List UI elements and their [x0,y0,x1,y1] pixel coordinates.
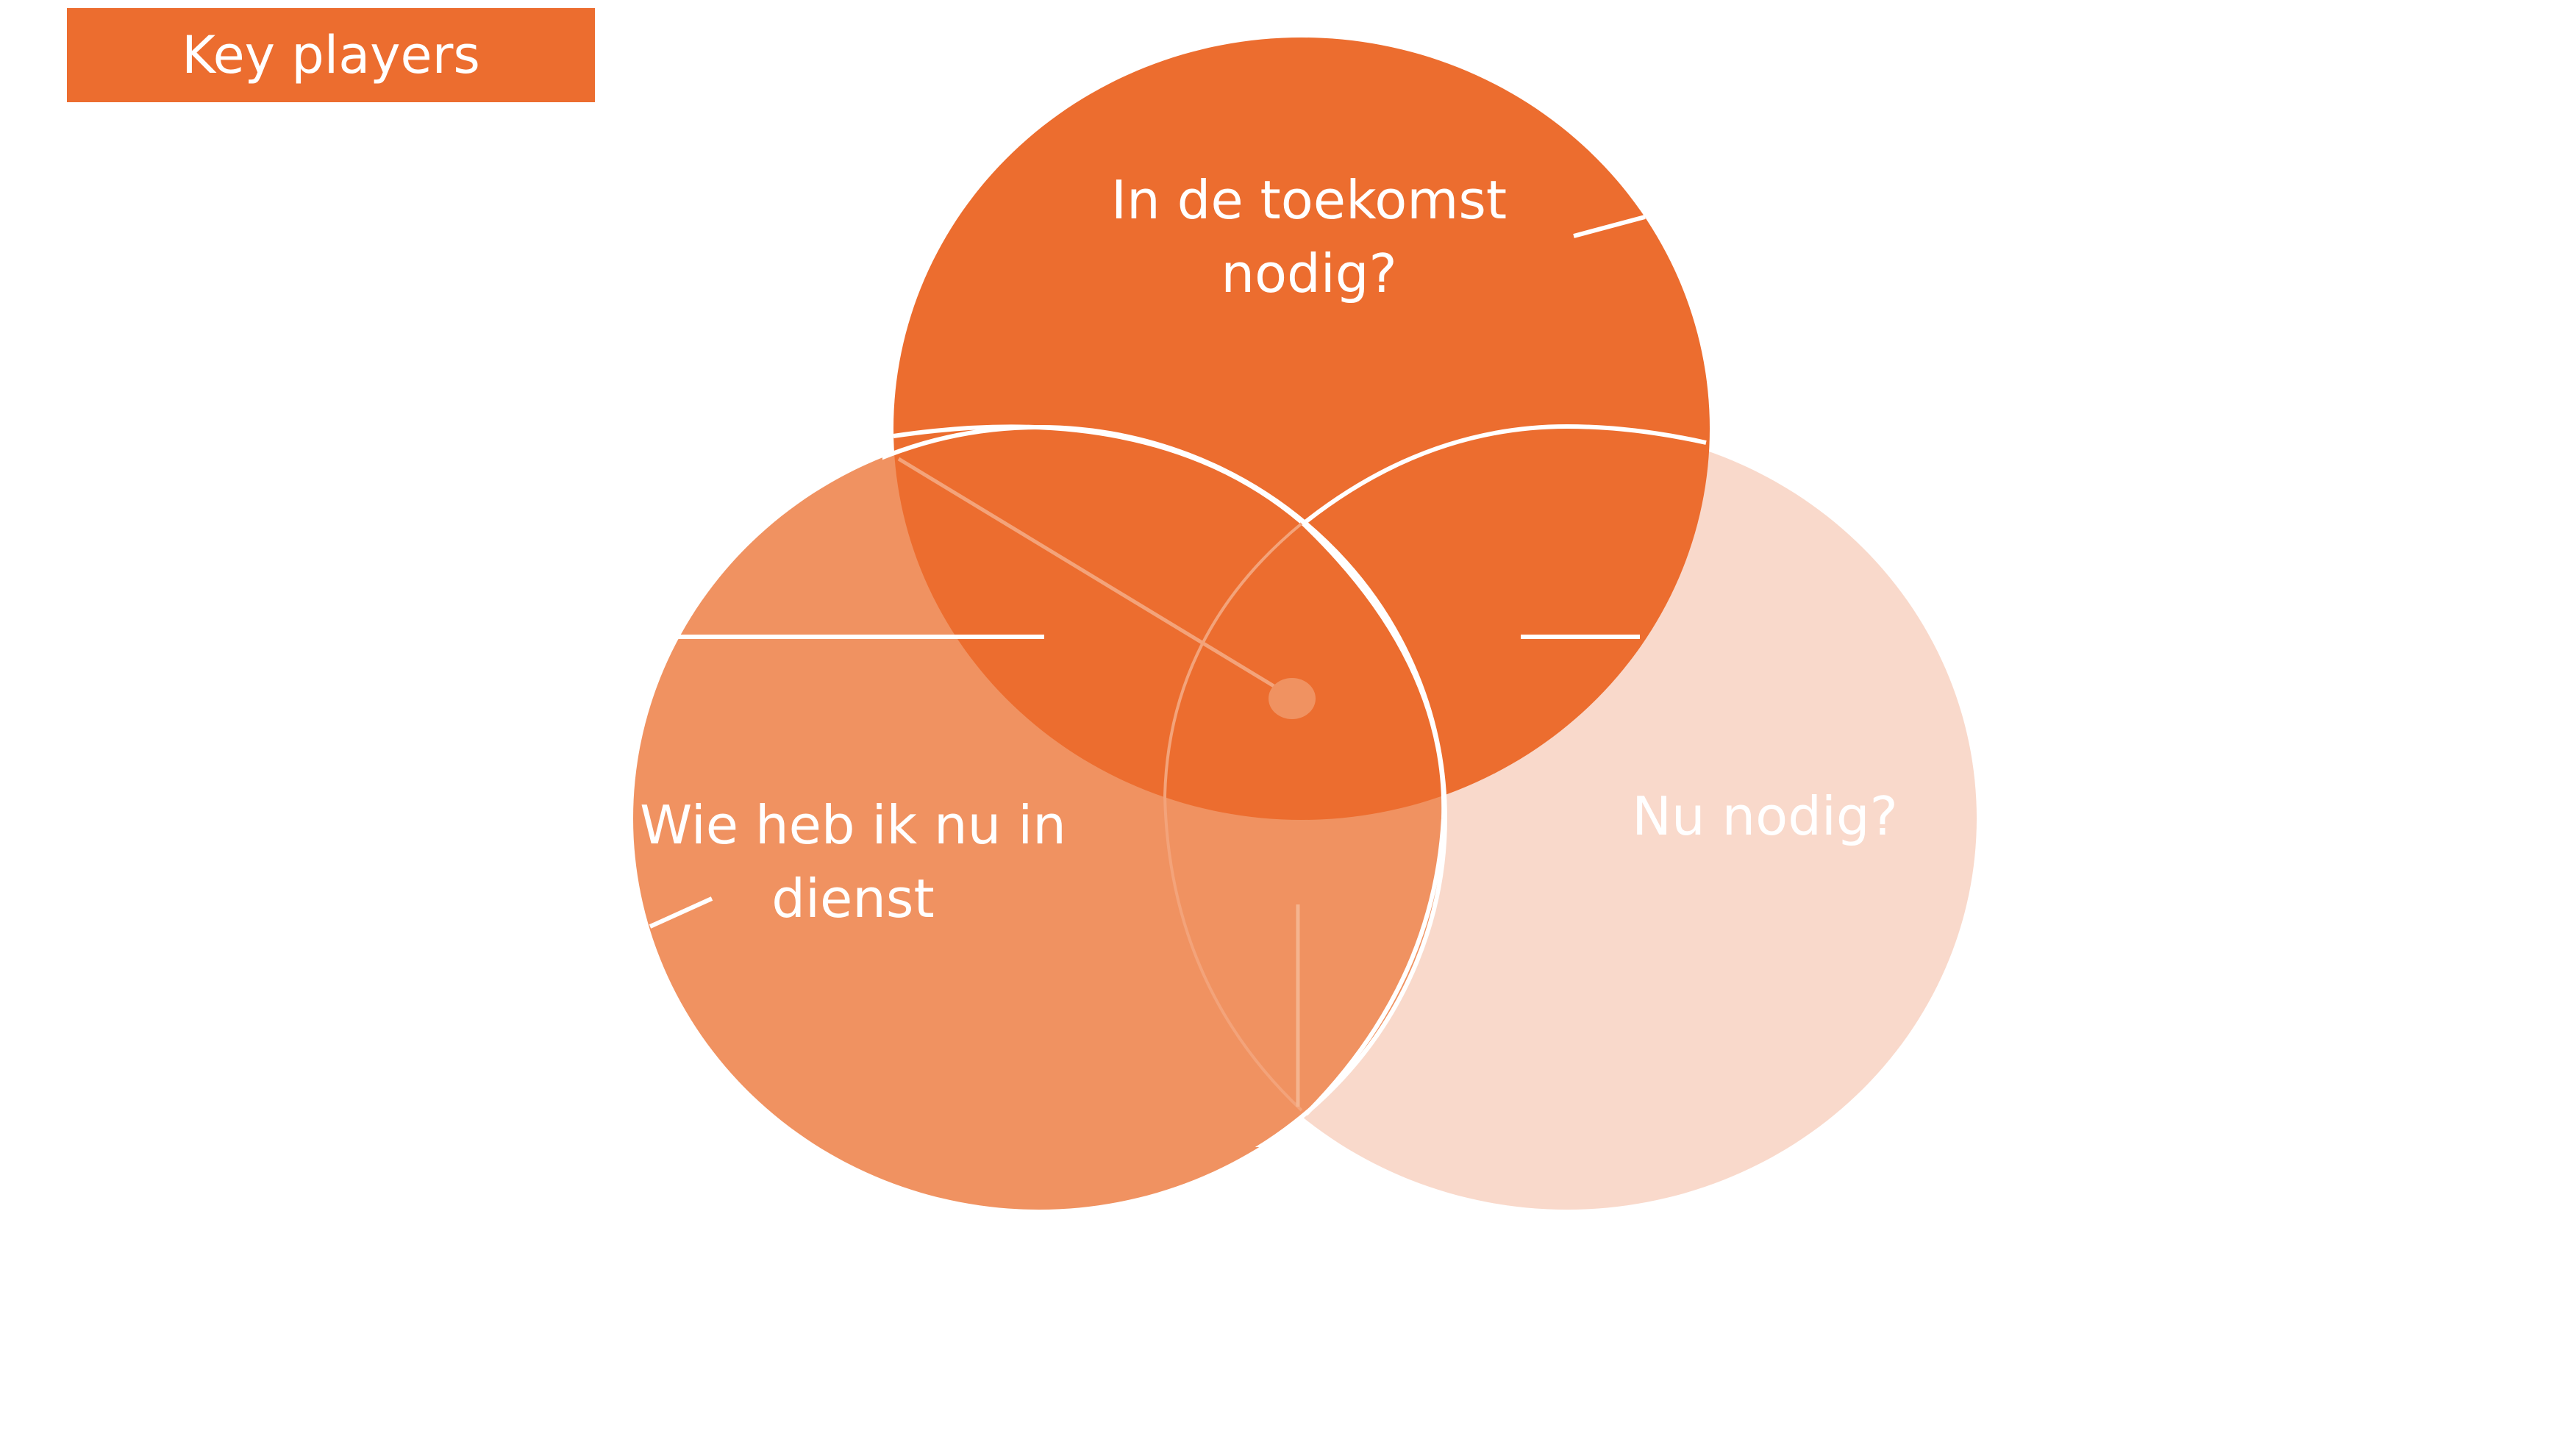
connector-top [1573,215,1646,238]
outline-arc-left-top [893,424,1446,1116]
connector-diagonal [897,457,1290,697]
label-top-circle: In de toekomst nodig? [1110,169,1508,304]
page-title: Key players [182,25,480,85]
outline-arc-inner [1163,522,1303,1112]
label-right-circle: Nu nodig? [1632,785,1898,847]
connector-left [649,896,713,929]
label-left-circle: Wie heb ik nu in dienst [640,794,1066,929]
center-dot[interactable] [1269,678,1316,719]
title-banner: Key players [67,8,595,102]
outline-arc-right-top [1304,424,1707,524]
